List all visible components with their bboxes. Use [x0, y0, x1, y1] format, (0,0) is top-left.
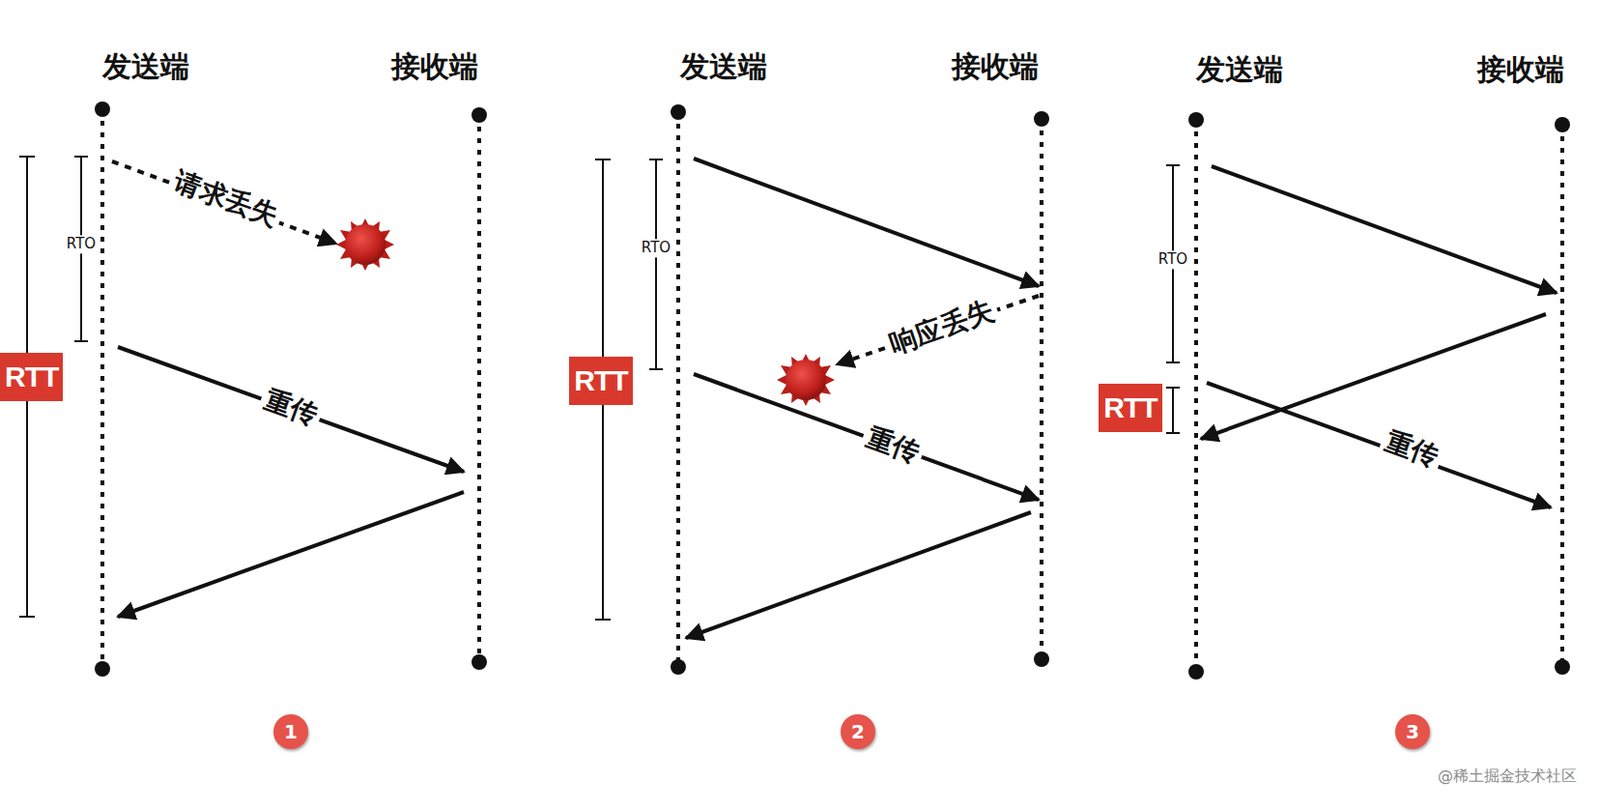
diagram-label: 响应丢失 — [882, 292, 1003, 362]
diagram-label: 发送端 — [102, 50, 190, 85]
callout-text: 3 — [1405, 719, 1420, 743]
diagram-label: 接收端 — [1477, 53, 1565, 87]
message-arrows — [112, 158, 1557, 638]
rtt-box: RTT — [569, 356, 632, 405]
rtt-text: RTT — [4, 360, 58, 394]
diagram-label: 发送端 — [1196, 53, 1284, 87]
watermark: @稀土掘金技术社区 — [1437, 767, 1577, 785]
lifelines — [102, 109, 1563, 672]
callout-number: 3 — [1395, 714, 1430, 749]
diagram-label: 重传 — [1376, 423, 1447, 476]
rtt-box: RTT — [1098, 383, 1162, 432]
diagram-label: RTO — [1154, 250, 1192, 269]
rtt-text: RTT — [573, 364, 628, 398]
packet-loss-burst — [336, 218, 835, 406]
diagram-label: 重传 — [857, 419, 928, 472]
lifeline-dots — [94, 101, 1571, 680]
rtt-box: RTT — [0, 352, 63, 401]
diagram-label: 请求丢失 — [166, 163, 286, 234]
diagram-label: 接收端 — [391, 50, 479, 85]
rtt-text: RTT — [1103, 391, 1157, 425]
callout-text: 1 — [284, 719, 298, 743]
callout-text: 2 — [851, 719, 865, 743]
diagram-label: 接收端 — [951, 50, 1039, 85]
diagram-label: RTO — [637, 238, 675, 258]
callout-number: 1 — [273, 714, 309, 749]
diagram-label: RTO — [62, 234, 100, 254]
brackets — [19, 156, 1180, 620]
callout-number: 2 — [840, 714, 876, 749]
diagram-label: 重传 — [256, 381, 326, 434]
diagram-label: 发送端 — [680, 50, 768, 85]
